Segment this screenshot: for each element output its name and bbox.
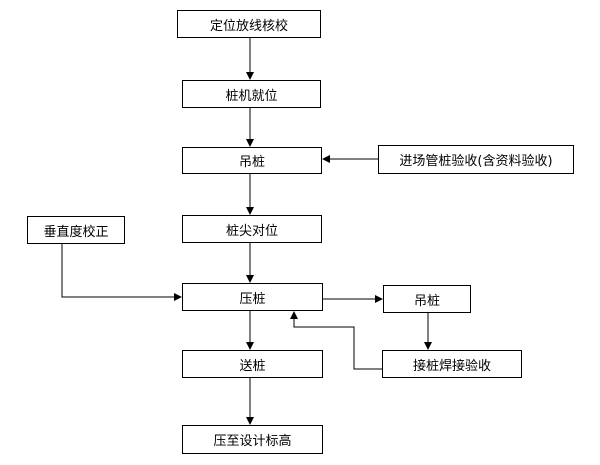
node-verticality-correction: 垂直度校正 — [27, 216, 125, 244]
node-label: 压至设计标高 — [213, 434, 292, 449]
node-send-pile: 送桩 — [182, 350, 323, 378]
arrow-splice-to-press — [290, 311, 382, 370]
node-splice-weld-inspection: 接桩焊接验收 — [382, 350, 522, 378]
node-label: 压桩 — [239, 291, 266, 307]
arrow-verticality-to-press — [61, 244, 182, 301]
node-press-to-design-elevation: 压至设计标高 — [182, 425, 323, 454]
node-label: 进场管桩验收(含资料验收) — [399, 154, 553, 169]
node-positioning: 定位放线核校 — [177, 10, 321, 38]
node-incoming-inspection: 进场管桩验收(含资料验收) — [378, 145, 574, 174]
node-press-pile: 压桩 — [182, 283, 323, 311]
node-label: 吊桩 — [238, 155, 265, 170]
node-label: 吊桩 — [413, 293, 440, 309]
node-label: 接桩焊接验收 — [412, 358, 491, 374]
node-pile-machine-in-place: 桩机就位 — [182, 80, 321, 108]
node-label: 定位放线核校 — [209, 18, 288, 34]
node-pile-tip-alignment: 桩尖对位 — [182, 215, 322, 243]
node-lift-pile: 吊桩 — [182, 147, 322, 174]
node-label: 桩机就位 — [225, 88, 278, 104]
node-label: 垂直度校正 — [43, 224, 109, 240]
node-lift-pile-2: 吊桩 — [383, 285, 471, 313]
node-label: 桩尖对位 — [225, 223, 278, 239]
node-label: 送桩 — [239, 358, 266, 374]
